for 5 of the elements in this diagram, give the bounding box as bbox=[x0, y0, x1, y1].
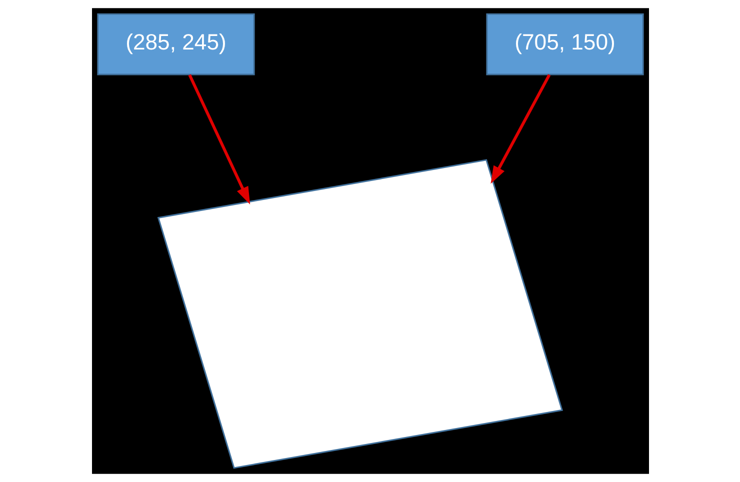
arrow bbox=[490, 74, 550, 184]
node-box: (705, 150) bbox=[486, 13, 644, 76]
node-box: (285, 245) bbox=[96, 13, 254, 76]
arrow bbox=[188, 74, 250, 205]
node-box bbox=[156, 159, 562, 469]
